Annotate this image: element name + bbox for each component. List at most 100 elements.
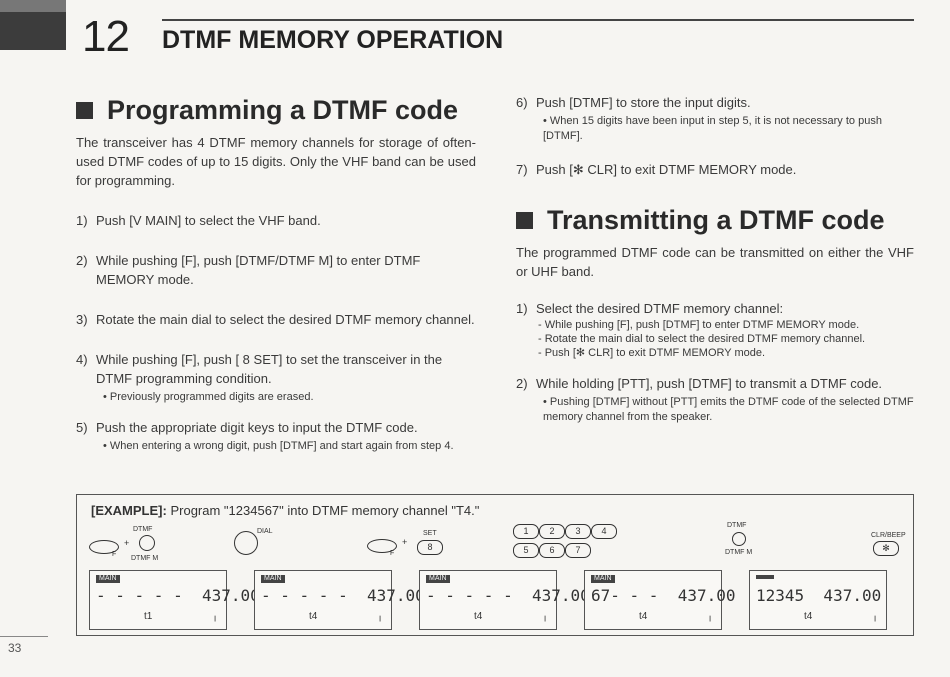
tag-bar — [756, 575, 774, 579]
step-number: 4) — [76, 352, 88, 367]
step-number: 1) — [76, 213, 88, 228]
step-text: Push the appropriate digit keys to input… — [96, 420, 418, 435]
dtmf-key-icon — [732, 532, 746, 546]
chapter-title: DTMF MEMORY OPERATION — [162, 26, 504, 54]
step-note: • When entering a wrong digit, push [DTM… — [103, 440, 454, 452]
dtmf-key-icon — [139, 535, 155, 551]
lcd-bar: ╷ — [376, 611, 383, 622]
chapter-rule — [162, 19, 914, 21]
programming-intro: The transceiver has 4 DTMF memory channe… — [76, 135, 476, 188]
sub-step: - While pushing [F], push [DTMF] to ente… — [538, 319, 860, 331]
key-2: 2 — [539, 524, 565, 539]
step-7: 7) Push [✻ CLR] to exit DTMF MEMORY mode. — [516, 160, 914, 179]
chapter-number: 12 — [82, 12, 130, 61]
example-caption: [EXAMPLE]: Program "1234567" into DTMF m… — [91, 503, 479, 518]
lcd-display-4: MAIN 67- - - 437.00 t4 ╷ — [584, 570, 736, 630]
step-text: Push [V MAIN] to select the VHF band. — [96, 213, 321, 228]
programming-heading: Programming a DTMF code — [76, 93, 476, 127]
tx-step-2: 2)While holding [PTT], push [DTMF] to tr… — [516, 374, 914, 425]
transmitting-intro: The programmed DTMF code can be transmit… — [516, 245, 914, 279]
programming-steps-continued: 6) Push [DTMF] to store the input digits.… — [516, 93, 914, 179]
key-8: 8 — [417, 540, 443, 555]
dtmf-label: DTMF — [727, 522, 747, 529]
dial-icon — [234, 531, 258, 555]
step-number: 6) — [516, 95, 528, 110]
programming-heading-text: Programming a DTMF code — [107, 95, 459, 125]
programming-steps: 1)Push [V MAIN] to select the VHF band. … — [76, 211, 476, 454]
main-tag: MAIN — [426, 575, 450, 583]
left-column: Programming a DTMF code The transceiver … — [76, 93, 476, 454]
lcd-display-5: 12345 437.00 t4 ╷ — [749, 570, 887, 630]
clr-beep-label: CLR/BEEP — [871, 532, 906, 539]
step-text: While holding [PTT], push [DTMF] to tran… — [536, 376, 883, 391]
page-number: 33 — [8, 641, 22, 655]
memory-channel: t4 — [804, 611, 813, 622]
step-2: 2) While pushing [F], push [DTMF/DTMF M] … — [76, 251, 476, 289]
lcd-digits: 67- - - 437.00 — [591, 586, 736, 605]
step-text: While pushing [F], push [DTMF/DTMF M] to… — [96, 253, 421, 287]
key-6: 6 — [539, 543, 565, 558]
lcd-display-1: MAIN - - - - - 437.00 t1 ╷ — [89, 570, 260, 630]
step-number: 1) — [516, 301, 528, 316]
example-label: [EXAMPLE]: — [91, 503, 167, 518]
step-3: 3)Rotate the main dial to select the des… — [76, 310, 476, 329]
f-label: F — [112, 551, 117, 558]
step-note: • Pushing [DTMF] without [PTT] emits the… — [543, 396, 914, 423]
step-number: 3) — [76, 312, 88, 327]
main-tag: MAIN — [261, 575, 285, 583]
page-rule — [0, 636, 48, 637]
step-1: 1) Push [V MAIN] to select the VHF band. — [76, 211, 476, 230]
function-key-icon — [89, 540, 119, 554]
step-text: While pushing [F], push [ 8 SET] to set … — [96, 352, 443, 386]
key-3: 3 — [565, 524, 591, 539]
lcd-display-2: MAIN - - - - - 437.00 t4 ╷ — [254, 570, 425, 630]
memory-channel: t4 — [639, 611, 648, 622]
lcd-bar: ╷ — [706, 611, 713, 622]
step-text: Select the desired DTMF memory channel: — [536, 301, 784, 316]
key-7: 7 — [565, 543, 591, 558]
tx-step-1: 1) Select the desired DTMF memory channel… — [516, 299, 914, 360]
memory-channel: t4 — [474, 611, 483, 622]
memory-channel: t1 — [144, 611, 153, 622]
transmitting-steps: 1) Select the desired DTMF memory channel… — [516, 299, 914, 425]
step-5: 5) Push the appropriate digit keys to inp… — [76, 418, 476, 454]
lcd-bar: ╷ — [541, 611, 548, 622]
step-note: • When 15 digits have been input in step… — [543, 115, 882, 142]
lcd-digits: 12345 437.00 — [756, 586, 882, 605]
step-number: 5) — [76, 420, 88, 435]
key-5: 5 — [513, 543, 539, 558]
clr-key: ✻ — [873, 541, 899, 556]
example-box: [EXAMPLE]: Program "1234567" into DTMF m… — [76, 494, 914, 636]
dtmf-m-label: DTMF M — [131, 555, 159, 562]
step-6: 6) Push [DTMF] to store the input digits.… — [516, 93, 914, 144]
step-4: 4) While pushing [F], push [ 8 SET] to se… — [76, 350, 476, 405]
main-tag: MAIN — [96, 575, 120, 583]
square-bullet-icon — [516, 211, 533, 229]
lcd-display-3: MAIN - - - - - 437.00 t4 ╷ — [419, 570, 590, 630]
main-tag: MAIN — [591, 575, 615, 583]
function-key-icon — [367, 539, 397, 553]
step-text: Push [DTMF] to store the input digits. — [536, 95, 751, 110]
transmitting-heading-text: Transmitting a DTMF code — [547, 205, 885, 235]
set-label: SET — [423, 530, 437, 537]
dtmf-label: DTMF — [133, 526, 153, 533]
sub-step: - Push [✻ CLR] to exit DTMF MEMORY mode. — [538, 347, 766, 359]
sub-step: - Rotate the main dial to select the des… — [538, 333, 866, 345]
right-column: 6) Push [DTMF] to store the input digits.… — [516, 93, 914, 425]
lcd-digits: - - - - - 437.00 — [261, 586, 425, 605]
lcd-bar: ╷ — [211, 611, 218, 622]
key-4: 4 — [591, 524, 617, 539]
lcd-digits: - - - - - 437.00 — [96, 586, 260, 605]
step-text: Push [✻ CLR] to exit DTMF MEMORY mode. — [536, 162, 797, 177]
square-bullet-icon — [76, 101, 93, 119]
dtmf-m-label: DTMF M — [725, 549, 753, 556]
step-number: 2) — [76, 253, 88, 268]
step-number: 7) — [516, 162, 528, 177]
lcd-digits: - - - - - 437.00 — [426, 586, 590, 605]
example-text: Program "1234567" into DTMF memory chann… — [170, 503, 480, 518]
chapter-tab-marker — [0, 0, 66, 50]
key-1: 1 — [513, 524, 539, 539]
dial-label: DIAL — [257, 528, 273, 535]
lcd-bar: ╷ — [871, 611, 878, 622]
transmitting-heading: Transmitting a DTMF code — [516, 203, 914, 237]
